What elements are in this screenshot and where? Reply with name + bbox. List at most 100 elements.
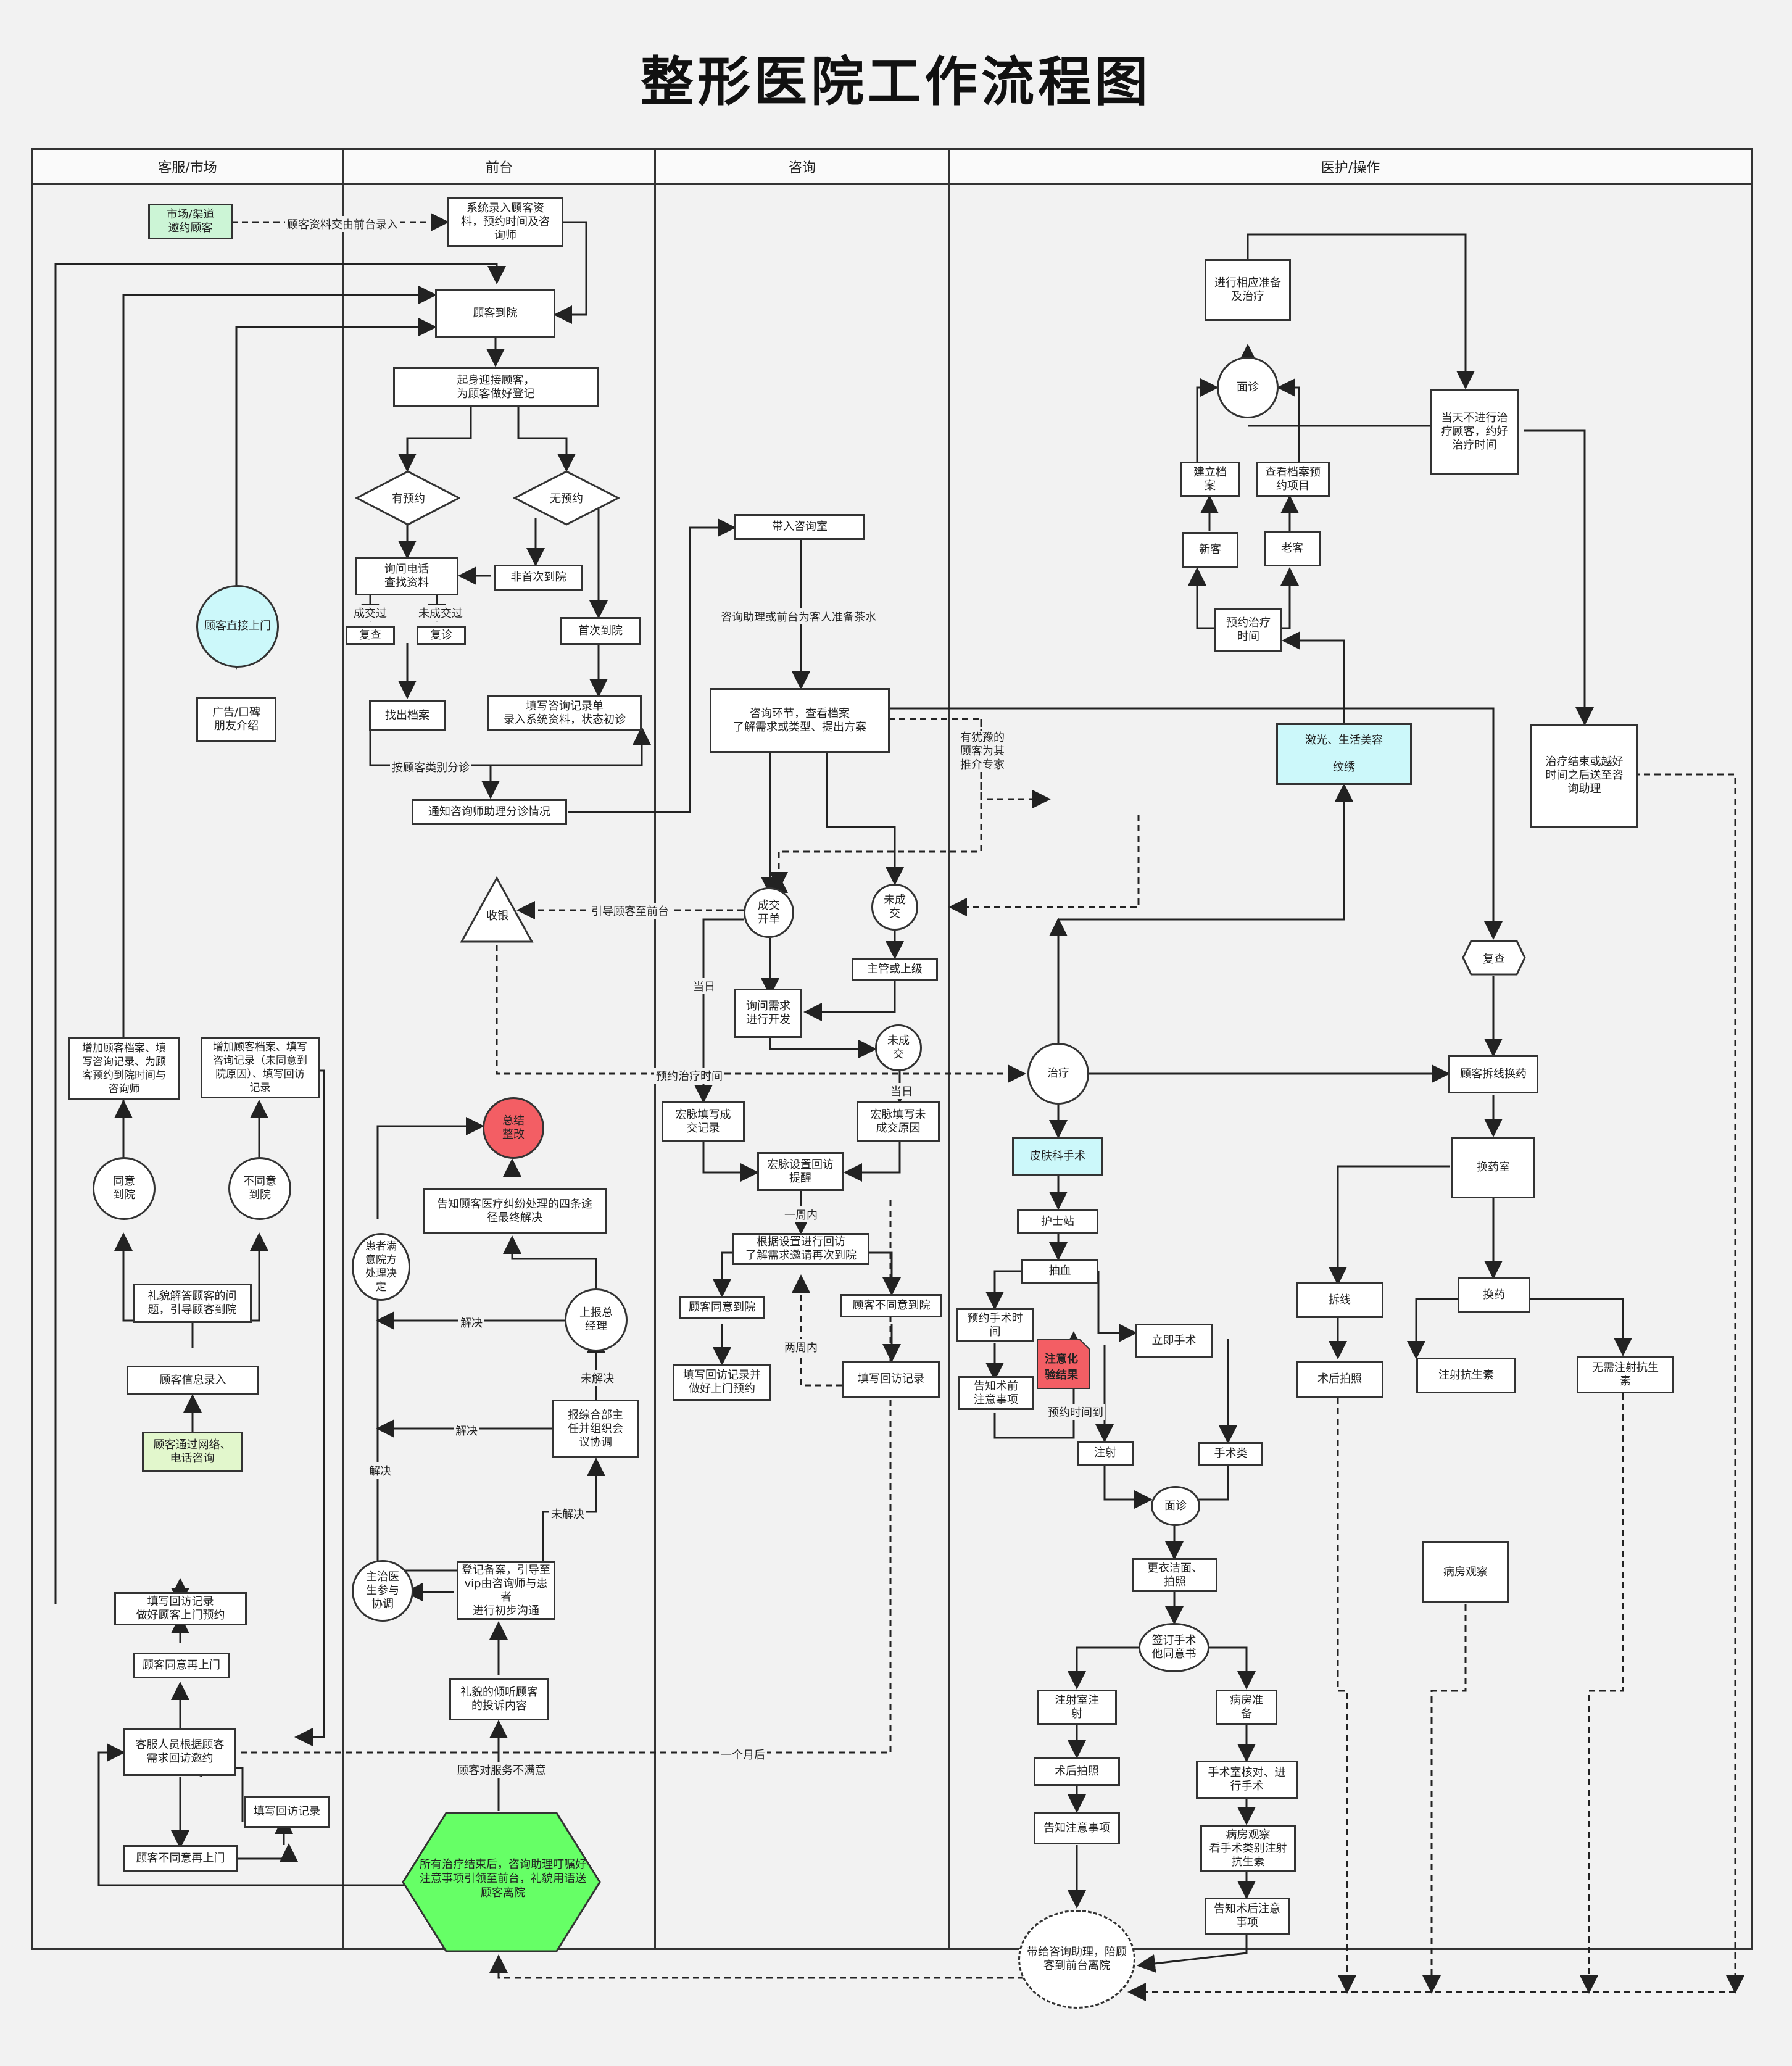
register-vip-node: 登记备案，引导至 vip由咨询师与患者 进行初步沟通 [457,1561,555,1620]
walkin-node: 顾客直接上门 [196,585,279,668]
blood-draw-node: 抽血 [1021,1259,1098,1284]
market-invite-node: 市场/渠道 邀约顾客 [148,204,233,239]
label-unsolved-2: 未解决 [549,1506,586,1522]
build-file-node: 建立档 案 [1180,462,1240,497]
ad-referral-node: 广告/口碑 朋友介绍 [196,697,276,742]
summary-node: 总结 整改 [483,1097,544,1159]
fill-visit-book-node: 填写回访记录 做好顾客上门预约 [114,1592,247,1625]
not-today-node: 当天不进行治 疗顾客，约好 治疗时间 [1430,389,1519,475]
no-deal-node: 未成 交 [871,884,918,931]
lane-header: 前台 [344,150,654,185]
recheck-hexagon [1462,940,1526,976]
leave-label: 所有治疗结束后，咨询助理叮嘱好 注意事项引领至前台，礼貌用语送 顾客离院 [420,1858,586,1899]
again-agree-node: 顾客同意再上门 [133,1653,230,1678]
check-file-node: 查看档案预 约项目 [1256,462,1330,497]
leave-hexagon [402,1812,601,1952]
change-wash-node: 更衣洁面、 拍照 [1132,1558,1217,1592]
set-reminder-node: 宏脉设置回访 提醒 [757,1152,844,1191]
disagree-visit-node: 顾客不同意到院 [840,1294,942,1317]
add-file-disagree-node: 增加顾客档案、填写 咨询记录（未同意到 院原因）、填写回访 记录 [201,1037,320,1098]
label-solved-3: 解决 [367,1462,393,1479]
fill-form-node: 填写咨询记录单 录入系统资料，状态初诊 [487,695,642,731]
redress-node: 换药 [1458,1277,1530,1313]
injection-room-node: 注射室注 射 [1037,1690,1117,1725]
lane-header: 咨询 [656,150,948,185]
cashier-triangle [460,876,534,943]
again-no-node: 顾客不同意再上门 [123,1845,238,1872]
find-file-node: 找出档案 [369,700,446,731]
label-unsatisfied: 顾客对服务不满意 [455,1762,548,1778]
fill-no-deal-node: 宏脉填写未 成交原因 [857,1101,940,1142]
antibiotic-node: 注射抗生素 [1416,1358,1516,1393]
lane-header: 医护/操作 [950,150,1751,185]
has-appointment-diamond [355,470,460,526]
no-appointment-diamond [513,470,620,526]
label-solved-2: 解决 [454,1422,479,1438]
supervisor-node: 主管或上级 [852,958,938,981]
post-photo-node: 术后拍照 [1034,1757,1120,1786]
label-two-weeks: 两周内 [782,1339,819,1355]
label-triage: 按顾客类别分诊 [390,759,471,775]
surgery-type-node: 手术类 [1198,1442,1263,1466]
revisit-node: 复查 [346,626,395,645]
face-consult-node: 面诊 [1217,357,1279,418]
fill-visit-node: 填写回访记录 [842,1361,940,1398]
recheck-label: 复查 [1483,953,1505,966]
meeting-node: 报综合部主 任并组织会 议协调 [552,1400,639,1458]
sign-consent-node: 签订手术 他同意书 [1139,1623,1209,1672]
no-deal-second-node: 未成 交 [875,1024,922,1071]
treatment-node: 治疗 [1027,1043,1089,1105]
add-file-agree-node: 增加顾客档案、填 写咨询记录、为顾 客预约到院时间与 咨询师 [68,1037,180,1100]
ward-observe-node: 病房观察 看手术类别注射 抗生素 [1200,1825,1296,1872]
service-callback-node: 客服人员根据顾客 需求回访邀约 [123,1728,236,1776]
listen-complaint-node: 礼貌的倾听顾客 的投诉内容 [449,1678,549,1720]
label-pass-frontdesk: 顾客资料交由前台录入 [285,216,400,232]
report-manager-node: 上报总 经理 [565,1288,628,1351]
lane-header: 客服/市场 [33,150,342,185]
info-record-node: 顾客信息录入 [127,1366,259,1395]
doctor-join-node: 主治医 生参与 协调 [352,1560,413,1622]
label-solved-1: 解决 [458,1314,484,1330]
label-one-week: 一周内 [782,1206,819,1222]
cashier-label: 收银 [486,910,508,923]
consult-step-node: 咨询环节，查看档案 了解需求或类型、提出方案 [710,688,890,753]
label-guide-front: 引导顾客至前台 [589,903,671,919]
preop-notice-node: 告知术前 注意事项 [958,1376,1034,1410]
ward-observation-node: 病房观察 [1422,1541,1509,1603]
escort-node: 带给咨询助理，陪顾 客到前台离院 [1018,1910,1135,2009]
no-appointment-label: 无预约 [550,492,583,505]
fill-visit-record-node: 填写回访记录 [244,1796,330,1828]
notice-test-label: 注意化 验结果 [1045,1353,1078,1382]
agree-come-node: 同意 到院 [93,1157,156,1220]
consult-room-node: 带入咨询室 [734,514,865,540]
derm-surgery-node: 皮肤科手术 [1012,1137,1103,1176]
patient-satisfied-node: 患者满 意院方 处理决 定 [352,1233,410,1301]
page-title: 整形医院工作流程图 [641,51,1151,113]
new-customer-node: 新客 [1182,532,1238,568]
deal-node: 成交 开单 [744,887,794,938]
greet-register-node: 起身迎接顾客， 为顾客做好登记 [393,367,599,407]
after-treat-node: 治疗结束或越好 时间之后送至咨 询助理 [1530,724,1638,828]
tell-notes-node: 告知注意事项 [1034,1812,1120,1844]
has-appointment-label: 有预约 [392,492,425,505]
label-same-day-1: 当日 [691,978,717,994]
injection-node: 注射 [1077,1441,1134,1466]
postop-notes-node: 告知术后注意 事项 [1205,1898,1290,1935]
net-phone-node: 顾客通过网络、 电话咨询 [142,1432,243,1472]
callback-node: 根据设置进行回访 了解需求邀请再次到院 [732,1233,869,1265]
no-antibiotic-node: 无需注射抗生 素 [1577,1356,1674,1393]
system-record-node: 系统录入顾客资 料，预约时间及咨 询师 [447,197,563,247]
ask-phone-node: 询问电话 查找资料 [355,557,458,595]
first-visit-node: 首次到院 [560,617,641,645]
customer-arrive-node: 顾客到院 [435,289,555,338]
label-hesitate: 有犹豫的 顾客为其 推介专家 [958,731,1006,772]
agree-visit-node: 顾客同意到院 [679,1296,765,1319]
appt-time-node: 预约治疗 时间 [1214,608,1282,652]
stitch-photo-node: 术后拍照 [1296,1361,1383,1398]
fill-visit-appt-node: 填写回访记录并 做好上门预约 [673,1364,771,1401]
label-appt-treat: 预约治疗时间 [654,1068,724,1084]
label-tea: 咨询助理或前台为客人准备茶水 [719,608,878,624]
verify-surgery-node: 手术室核对、进 行手术 [1196,1761,1298,1799]
dressing-room-node: 换药室 [1451,1137,1535,1198]
laser-node: 激光、生活美容 纹绣 [1276,723,1412,785]
